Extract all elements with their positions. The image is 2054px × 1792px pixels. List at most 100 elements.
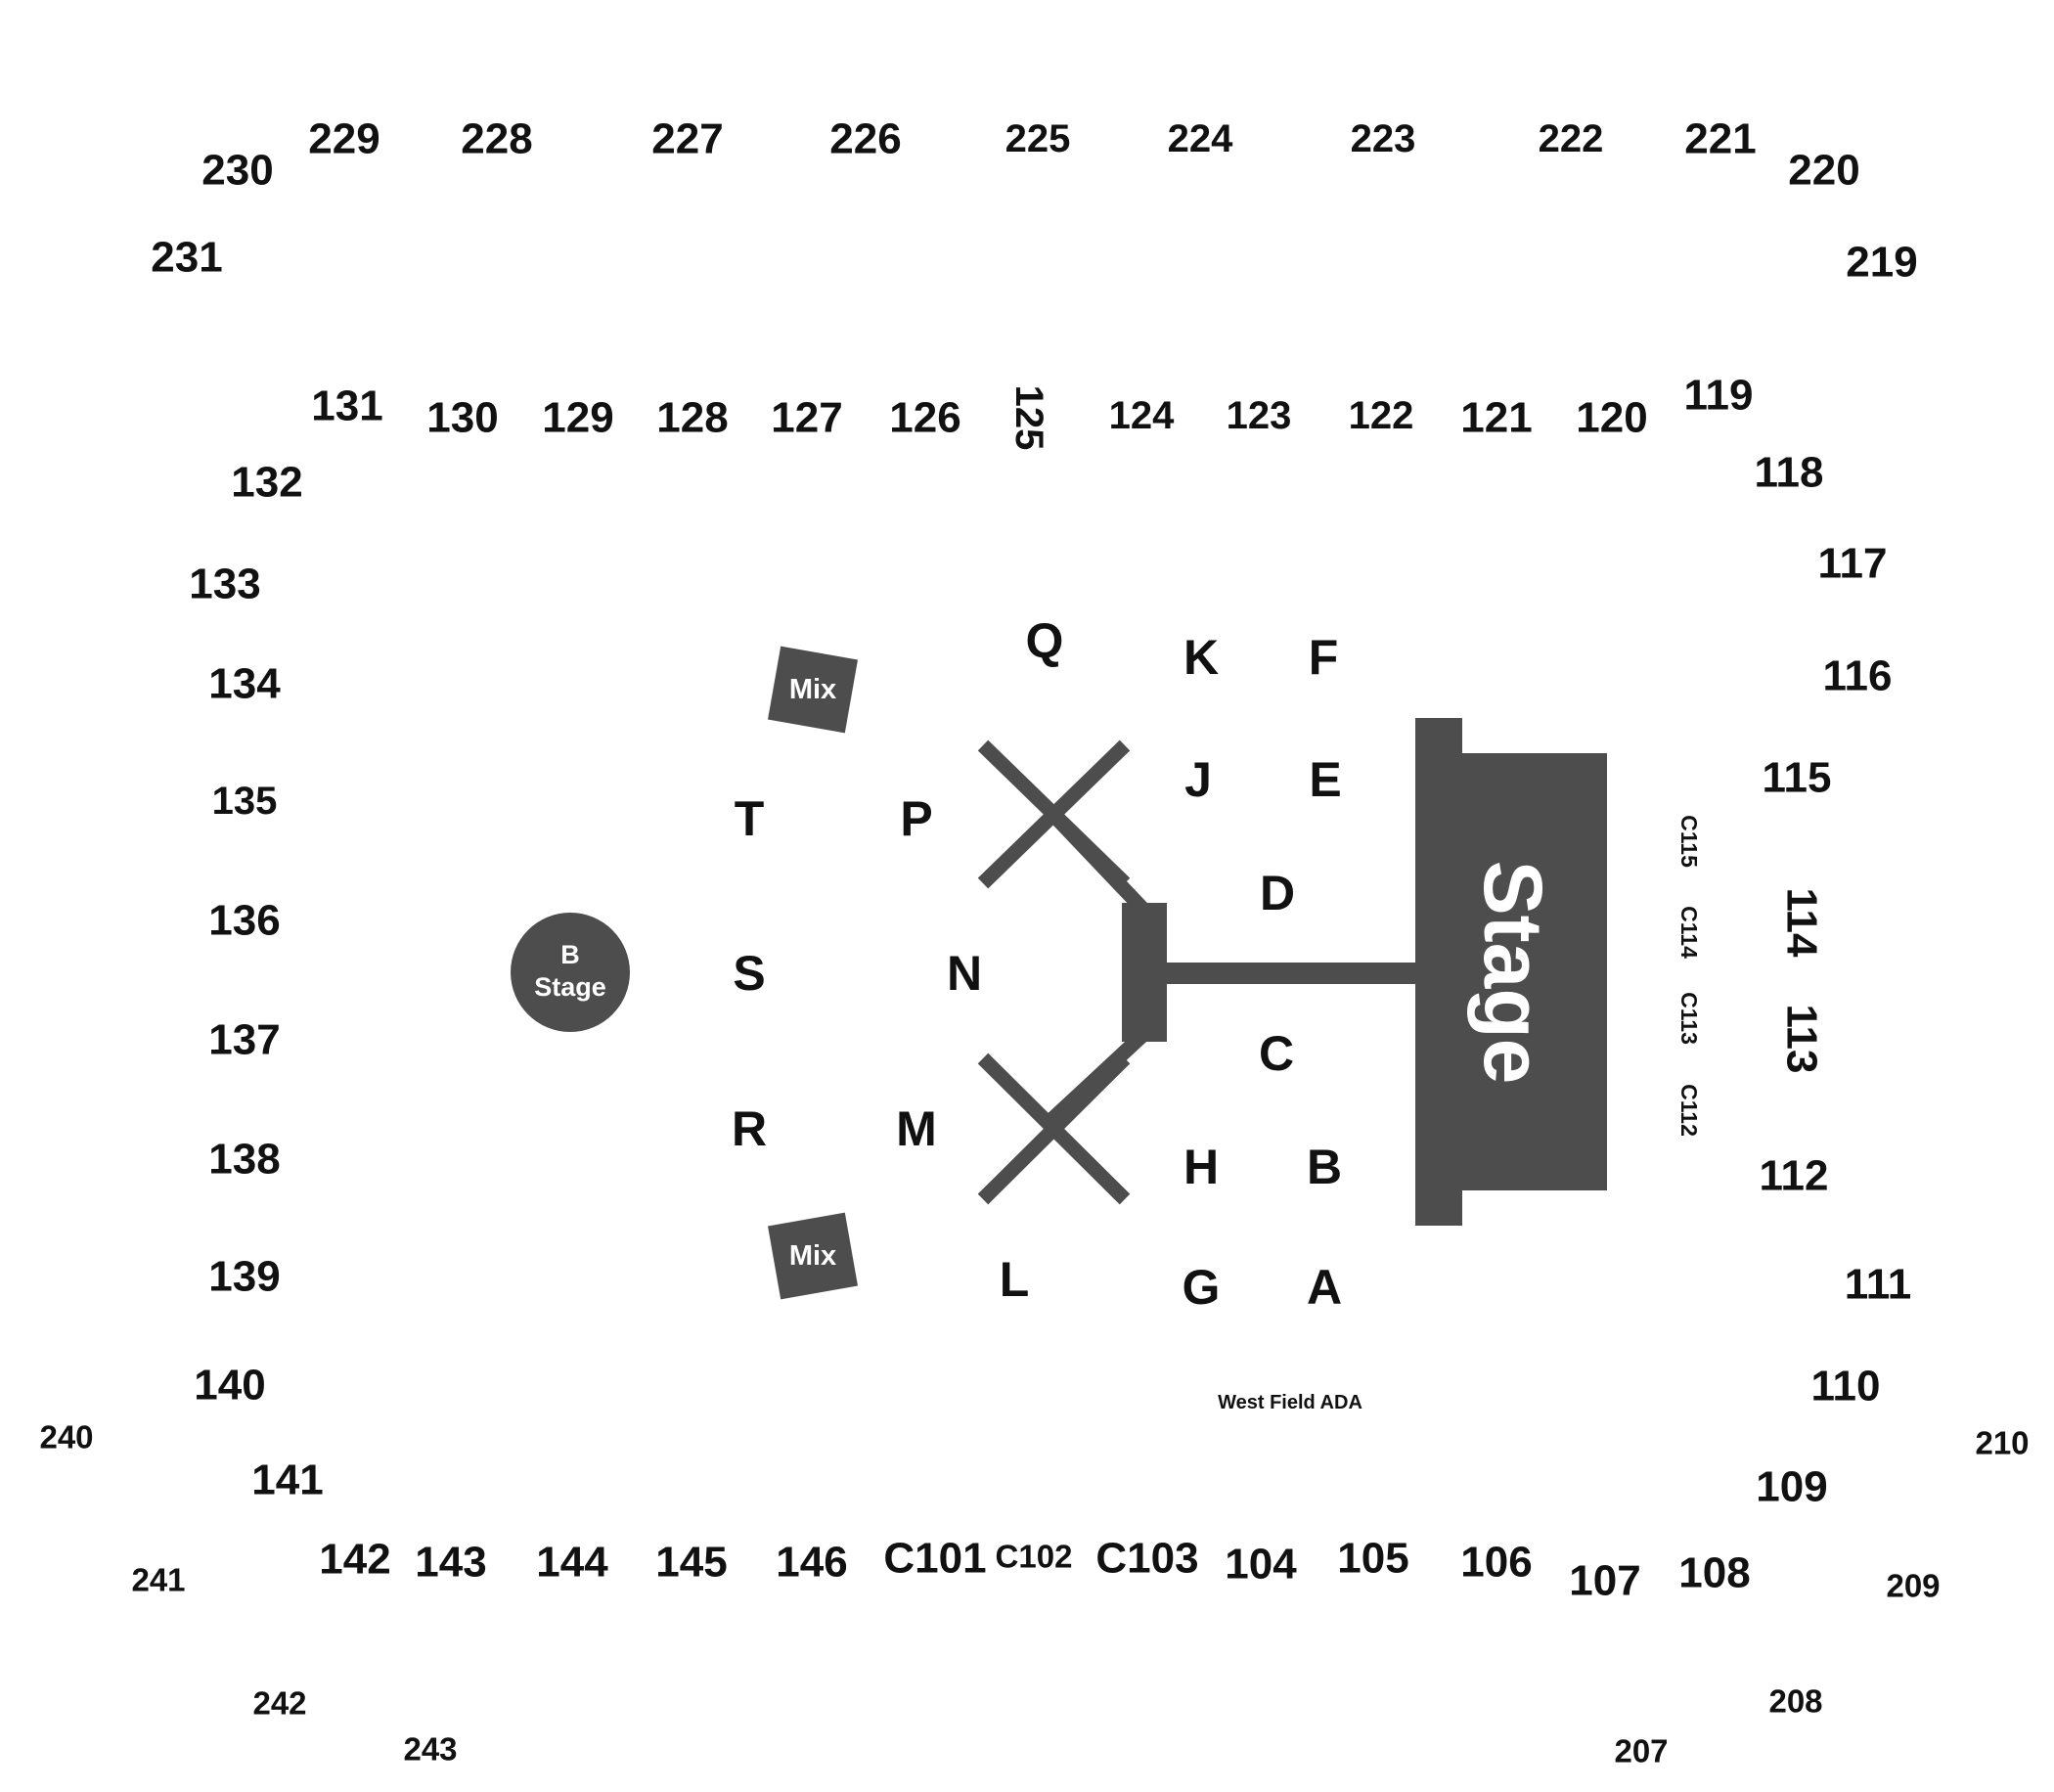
section-119[interactable]: 119 xyxy=(1684,372,1754,420)
section-243[interactable]: 243 xyxy=(403,1731,457,1768)
floor-section-g[interactable]: G xyxy=(1183,1260,1221,1315)
b-stage[interactable]: B Stage xyxy=(511,913,630,1032)
section-110[interactable]: 110 xyxy=(1811,1363,1881,1411)
floor-section-k[interactable]: K xyxy=(1183,630,1219,685)
floor-section-n[interactable]: N xyxy=(947,946,982,1001)
section-105[interactable]: 105 xyxy=(1337,1535,1408,1583)
section-220[interactable]: 220 xyxy=(1788,147,1859,195)
floor-section-m[interactable]: M xyxy=(896,1101,937,1156)
section-146[interactable]: 146 xyxy=(776,1539,847,1587)
section-107[interactable]: 107 xyxy=(1569,1557,1640,1605)
mix-label: Mix xyxy=(789,1240,836,1272)
upper-cross-barrier xyxy=(977,739,1131,889)
floor-section-j[interactable]: J xyxy=(1184,752,1212,807)
floor-section-a[interactable]: A xyxy=(1307,1260,1342,1315)
section-124[interactable]: 124 xyxy=(1109,394,1175,437)
section-135[interactable]: 135 xyxy=(212,780,278,823)
west-field-ada-label: West Field ADA xyxy=(1218,1392,1362,1413)
section-223[interactable]: 223 xyxy=(1351,117,1416,160)
section-132[interactable]: 132 xyxy=(231,459,302,507)
section-229[interactable]: 229 xyxy=(308,115,380,163)
section-222[interactable]: 222 xyxy=(1539,117,1604,160)
section-224[interactable]: 224 xyxy=(1168,117,1233,160)
section-113[interactable]: 113 xyxy=(1778,1005,1826,1074)
floor-section-f[interactable]: F xyxy=(1309,630,1339,685)
section-231[interactable]: 231 xyxy=(151,234,222,282)
section-117[interactable]: 117 xyxy=(1818,540,1888,588)
section-118[interactable]: 118 xyxy=(1755,449,1824,497)
floor-section-t[interactable]: T xyxy=(735,791,765,846)
section-115[interactable]: 115 xyxy=(1763,754,1832,802)
b-stage-label-line1: B xyxy=(560,940,580,969)
section-125[interactable]: 125 xyxy=(1007,385,1050,451)
section-126[interactable]: 126 xyxy=(889,394,960,442)
section-139[interactable]: 139 xyxy=(208,1253,280,1301)
section-219[interactable]: 219 xyxy=(1846,239,1917,287)
section-130[interactable]: 130 xyxy=(426,394,498,442)
section-121[interactable]: 121 xyxy=(1460,394,1532,442)
mix-booth-upper[interactable]: Mix xyxy=(768,646,858,734)
section-241[interactable]: 241 xyxy=(131,1562,185,1598)
section-221[interactable]: 221 xyxy=(1684,115,1756,163)
section-242[interactable]: 242 xyxy=(252,1685,306,1722)
section-129[interactable]: 129 xyxy=(542,394,613,442)
section-134[interactable]: 134 xyxy=(208,660,281,708)
lower-level-sections: 131 130 129 128 127 126 125 124 123 122 … xyxy=(189,372,1911,1605)
upper-level-sections: 230 229 228 227 226 225 224 223 222 221 … xyxy=(39,115,2029,1770)
floor-section-s[interactable]: S xyxy=(733,946,765,1001)
section-208[interactable]: 208 xyxy=(1768,1683,1822,1720)
section-c113[interactable]: C113 xyxy=(1676,992,1702,1045)
mix-booth-lower[interactable]: Mix xyxy=(768,1212,858,1300)
section-240[interactable]: 240 xyxy=(39,1419,93,1456)
section-141[interactable]: 141 xyxy=(251,1456,323,1504)
section-120[interactable]: 120 xyxy=(1576,394,1647,442)
section-210[interactable]: 210 xyxy=(1975,1425,2029,1461)
section-225[interactable]: 225 xyxy=(1005,117,1071,160)
floor-section-d[interactable]: D xyxy=(1260,866,1295,920)
floor-sections: Q K F J E T P D S N C R M H B L G A xyxy=(732,613,1342,1315)
section-c115[interactable]: C115 xyxy=(1676,815,1702,868)
main-stage[interactable]: Stage xyxy=(1415,718,1607,1226)
section-207[interactable]: 207 xyxy=(1614,1733,1668,1770)
floor-section-l[interactable]: L xyxy=(1000,1252,1030,1307)
section-230[interactable]: 230 xyxy=(201,147,273,195)
section-104[interactable]: 104 xyxy=(1225,1541,1297,1589)
section-228[interactable]: 228 xyxy=(461,115,532,163)
floor-section-h[interactable]: H xyxy=(1183,1140,1219,1194)
section-c101[interactable]: C101 xyxy=(883,1535,986,1583)
section-137[interactable]: 137 xyxy=(208,1016,280,1064)
section-106[interactable]: 106 xyxy=(1460,1539,1532,1587)
section-143[interactable]: 143 xyxy=(415,1539,486,1587)
section-122[interactable]: 122 xyxy=(1349,394,1414,437)
section-145[interactable]: 145 xyxy=(655,1539,727,1587)
floor-section-b[interactable]: B xyxy=(1307,1140,1342,1194)
section-c102[interactable]: C102 xyxy=(996,1539,1073,1575)
section-226[interactable]: 226 xyxy=(829,115,901,163)
floor-section-q[interactable]: Q xyxy=(1026,613,1064,668)
section-131[interactable]: 131 xyxy=(311,382,382,430)
section-c103[interactable]: C103 xyxy=(1095,1535,1198,1583)
section-142[interactable]: 142 xyxy=(319,1536,390,1584)
section-136[interactable]: 136 xyxy=(208,897,280,945)
section-138[interactable]: 138 xyxy=(208,1136,280,1184)
section-227[interactable]: 227 xyxy=(651,115,723,163)
section-133[interactable]: 133 xyxy=(189,560,260,608)
floor-section-c[interactable]: C xyxy=(1259,1026,1294,1081)
section-109[interactable]: 109 xyxy=(1756,1463,1827,1511)
section-108[interactable]: 108 xyxy=(1678,1549,1750,1597)
section-127[interactable]: 127 xyxy=(771,394,842,442)
section-111[interactable]: 111 xyxy=(1845,1261,1912,1309)
section-140[interactable]: 140 xyxy=(194,1362,265,1410)
section-114[interactable]: 114 xyxy=(1778,888,1826,959)
section-123[interactable]: 123 xyxy=(1227,394,1292,437)
floor-section-p[interactable]: P xyxy=(900,791,932,846)
section-116[interactable]: 116 xyxy=(1823,652,1893,700)
section-c112[interactable]: C112 xyxy=(1676,1084,1702,1137)
section-112[interactable]: 112 xyxy=(1760,1152,1829,1200)
section-144[interactable]: 144 xyxy=(536,1539,608,1587)
section-128[interactable]: 128 xyxy=(656,394,728,442)
floor-section-r[interactable]: R xyxy=(732,1101,767,1156)
section-209[interactable]: 209 xyxy=(1886,1568,1940,1604)
floor-section-e[interactable]: E xyxy=(1309,752,1341,807)
section-c114[interactable]: C114 xyxy=(1676,906,1702,959)
